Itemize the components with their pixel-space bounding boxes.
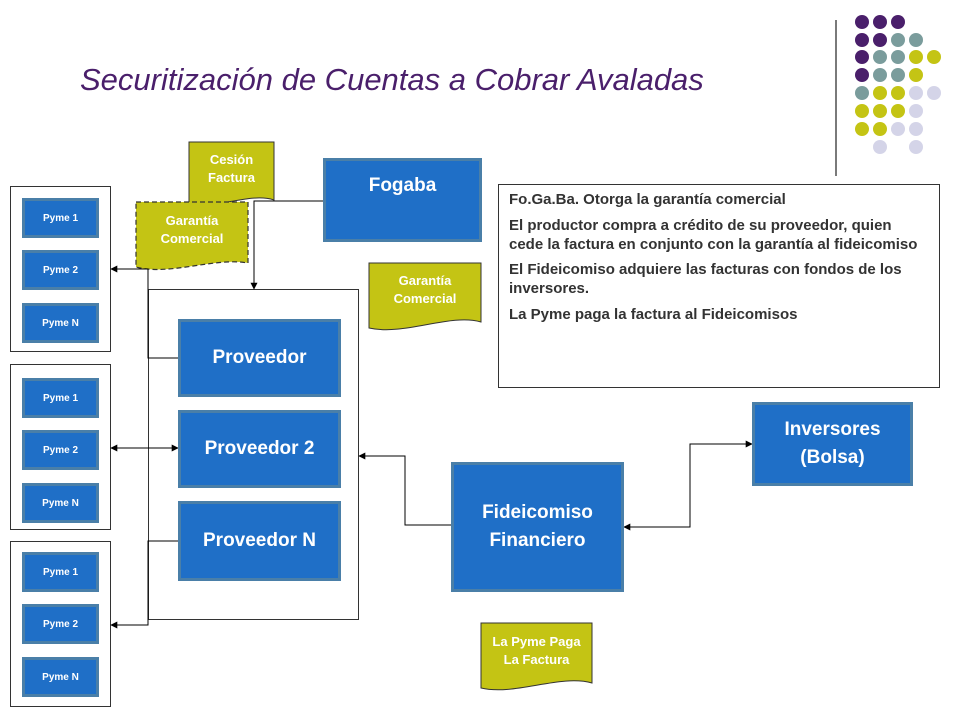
dot: [855, 122, 869, 136]
dot: [891, 33, 905, 47]
dot: [891, 122, 905, 136]
fideicomiso-line1: Fideicomiso: [482, 502, 593, 524]
fogaba-label: Fogaba: [368, 175, 437, 196]
info-line: La Pyme paga la factura al Fideicomisos: [509, 305, 798, 323]
dot: [891, 15, 905, 29]
title-divider: [835, 20, 837, 176]
proveedor-2-box[interactable]: Proveedor 2: [178, 410, 341, 488]
pyme-box[interactable]: Pyme 1: [22, 552, 99, 592]
pyme-paga-line2: La Factura: [503, 652, 570, 667]
proveedor-2-label: Proveedor 2: [204, 438, 315, 460]
proveedor-n-box[interactable]: Proveedor N: [178, 501, 341, 581]
pyme-paga-line1: La Pyme Paga: [492, 634, 581, 650]
info-box: Fo.Ga.Ba. Otorga la garantía comercial E…: [498, 184, 940, 388]
fideicomiso-to-proveedores-arrow: [358, 452, 451, 526]
pyme-box[interactable]: Pyme N: [22, 303, 99, 343]
fogaba-to-proveedor-arrow: [250, 200, 323, 290]
garantia-line2: Comercial: [393, 291, 457, 306]
dot: [873, 122, 887, 136]
pyme-box[interactable]: Pyme N: [22, 657, 99, 697]
dot: [873, 86, 887, 100]
dot: [909, 104, 923, 118]
dot-grid-group: [855, 15, 941, 154]
dot: [873, 33, 887, 47]
page-title: Securitización de Cuentas a Cobrar Avala…: [80, 62, 704, 97]
inversores-box[interactable]: Inversores (Bolsa): [752, 402, 913, 486]
proveedor-n-label: Proveedor N: [203, 530, 316, 552]
cesion-line1: Cesión: [209, 152, 254, 168]
pyme-box[interactable]: Pyme 2: [22, 250, 99, 290]
pyme-box[interactable]: Pyme 1: [22, 198, 99, 238]
proveedor-label: Proveedor: [212, 347, 307, 369]
dot: [909, 68, 923, 82]
pyme-box[interactable]: Pyme 2: [22, 604, 99, 644]
pyme-box[interactable]: Pyme N: [22, 483, 99, 523]
garantia-line1: Garantía: [398, 273, 452, 289]
info-line: El productor compra a crédito de su prov…: [509, 216, 918, 253]
dot: [909, 140, 923, 154]
info-line: El Fideicomiso adquiere las facturas con…: [509, 261, 902, 297]
dot: [855, 68, 869, 82]
dot: [891, 50, 905, 64]
garantia-dashed-line1: Garantía: [165, 213, 219, 229]
dot: [855, 33, 869, 47]
pyme-box[interactable]: Pyme 1: [22, 378, 99, 418]
pyme-paga-label: La Pyme Paga La Factura: [481, 627, 592, 675]
dot: [873, 68, 887, 82]
dot: [927, 86, 941, 100]
dot: [855, 104, 869, 118]
dot: [873, 50, 887, 64]
dot: [909, 122, 923, 136]
dot: [873, 15, 887, 29]
dot: [891, 104, 905, 118]
proveedor-box[interactable]: Proveedor: [178, 319, 341, 397]
inversores-line1: Inversores: [784, 419, 881, 441]
garantia-dashed-line2: Comercial: [160, 231, 224, 246]
dot: [855, 15, 869, 29]
dot: [855, 86, 869, 100]
fideicomiso-line2: Financiero: [489, 530, 586, 551]
dot: [873, 104, 887, 118]
dot: [873, 140, 887, 154]
dot: [909, 50, 923, 64]
dot: [891, 68, 905, 82]
pyme-box[interactable]: Pyme 2: [22, 430, 99, 470]
dot: [909, 86, 923, 100]
dot: [909, 33, 923, 47]
inversores-line2: (Bolsa): [800, 447, 865, 468]
dot: [891, 86, 905, 100]
inversores-fideicomiso-arrow: [623, 440, 753, 531]
dot: [855, 50, 869, 64]
cesion-line2: Factura: [208, 170, 255, 185]
fogaba-box[interactable]: Fogaba: [323, 158, 482, 242]
dot: [927, 50, 941, 64]
info-line: Fo.Ga.Ba. Otorga la garantía comercial: [509, 191, 786, 208]
